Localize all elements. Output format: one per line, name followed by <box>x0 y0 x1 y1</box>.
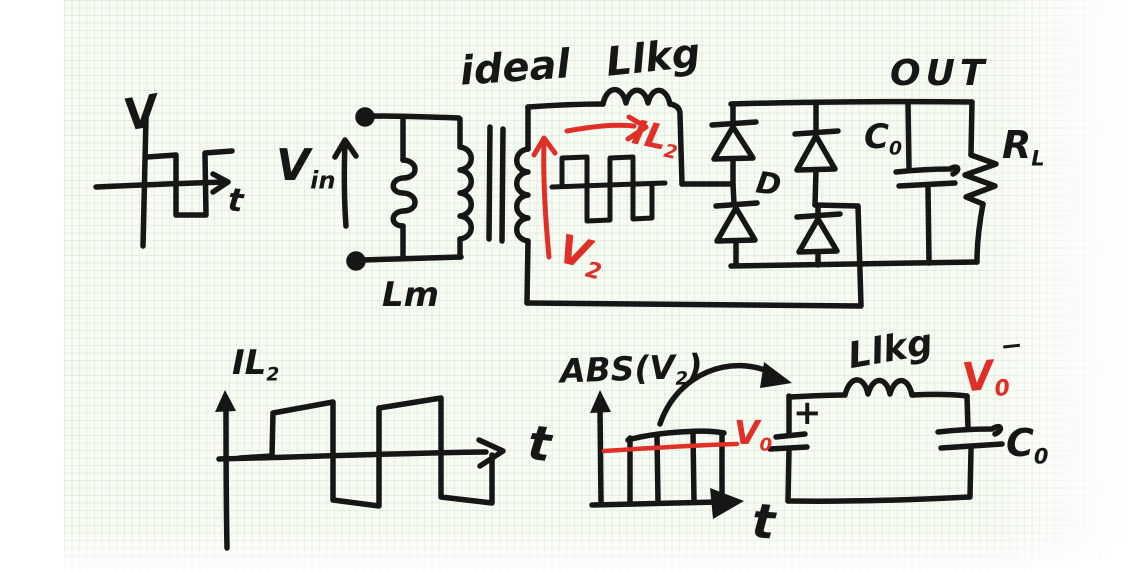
average-voltage-line <box>601 441 740 454</box>
rl-label: RL <box>1002 123 1045 171</box>
v0-bar-label: V0‾ <box>960 338 1023 403</box>
annotation-arrow <box>657 362 792 427</box>
source-plate-top <box>773 431 808 440</box>
il2-waveform-plot <box>215 390 506 551</box>
transformer-secondary <box>514 104 531 306</box>
source-plus-label: + <box>793 393 822 433</box>
diode-bridge <box>524 98 980 309</box>
secondary-voltage-arrow <box>531 135 558 260</box>
averaged-circuit <box>767 377 1005 505</box>
ideal-label: ideal <box>458 41 572 95</box>
secondary-waveform-sketch <box>549 154 668 224</box>
transformer-primary <box>457 116 474 260</box>
avg-leakage-coil <box>842 377 915 398</box>
v0-average-label: V0 <box>734 413 773 456</box>
vin-label: Vin <box>276 140 336 195</box>
graph-paper-background <box>64 0 1140 570</box>
magnetizing-inductor <box>390 116 418 261</box>
llkg-label: Llkg <box>603 30 703 86</box>
transformer-core <box>486 124 506 244</box>
primary-wires <box>346 107 464 271</box>
output-capacitor <box>893 99 961 266</box>
co-label: C0 <box>864 117 902 160</box>
diode-label: D <box>753 165 784 204</box>
abs-v2-plot-t-label: t <box>750 493 777 551</box>
out-label: OUT <box>890 53 990 94</box>
load-resistor <box>962 99 999 265</box>
input-waveform-sketch <box>93 115 235 249</box>
il2-plot-t-label: t <box>525 414 554 474</box>
input-v-axis-label: V <box>119 85 163 142</box>
leakage-inductor <box>525 86 733 187</box>
il2-plot-y-label: IL2 <box>232 343 280 386</box>
abs-v2-plot-y-label: ABS(V2) <box>559 346 704 391</box>
avg-cap-plate-top <box>935 423 1004 437</box>
avg-co-label: C0 <box>1006 421 1049 469</box>
vin-arrow <box>332 137 359 229</box>
secondary-current-arrow <box>564 114 649 142</box>
avg-cap-plate-bottom <box>938 441 1005 451</box>
lm-label: Lm <box>382 275 440 315</box>
